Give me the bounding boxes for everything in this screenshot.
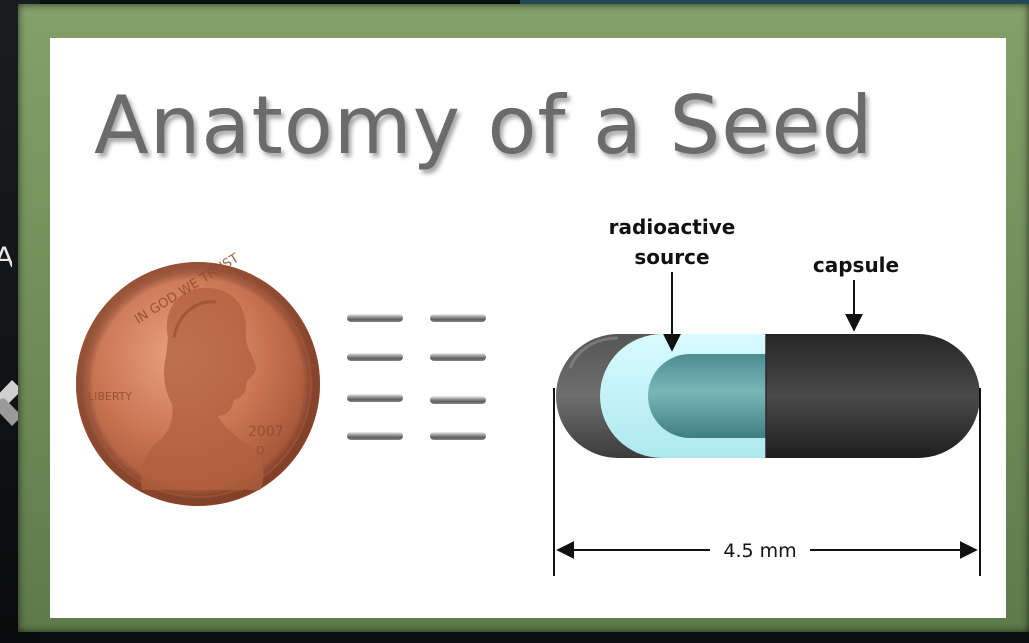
- seed-icon: [347, 394, 403, 402]
- seed-icon: [430, 396, 486, 404]
- seed-icon: [347, 314, 403, 322]
- seed-icon: [430, 314, 486, 322]
- capsule-right-half: [762, 334, 980, 458]
- coin-mint-mark: D: [256, 444, 264, 457]
- seed-icon: [430, 353, 486, 361]
- label-source: source: [634, 245, 709, 269]
- source-core: [648, 354, 766, 438]
- label-radioactive: radioactive: [609, 215, 736, 239]
- capsule-cross-section: [556, 334, 980, 458]
- seed-icon: [430, 432, 486, 440]
- backdrop-partial-text: AN: [0, 238, 12, 278]
- label-capsule: capsule: [813, 253, 899, 277]
- dimension-label: 4.5 mm: [723, 540, 796, 562]
- seed-diagram: IN GOD WE TRUST LIBERTY 2007 D radioa: [50, 38, 1006, 618]
- slide-panel: Anatomy of a Seed: [50, 38, 1006, 618]
- penny-icon: IN GOD WE TRUST LIBERTY 2007 D: [76, 251, 320, 506]
- coin-liberty: LIBERTY: [88, 390, 132, 403]
- seeds-group: [347, 314, 486, 440]
- seed-icon: [347, 432, 403, 440]
- seed-icon: [347, 353, 403, 361]
- coin-year: 2007: [248, 424, 284, 440]
